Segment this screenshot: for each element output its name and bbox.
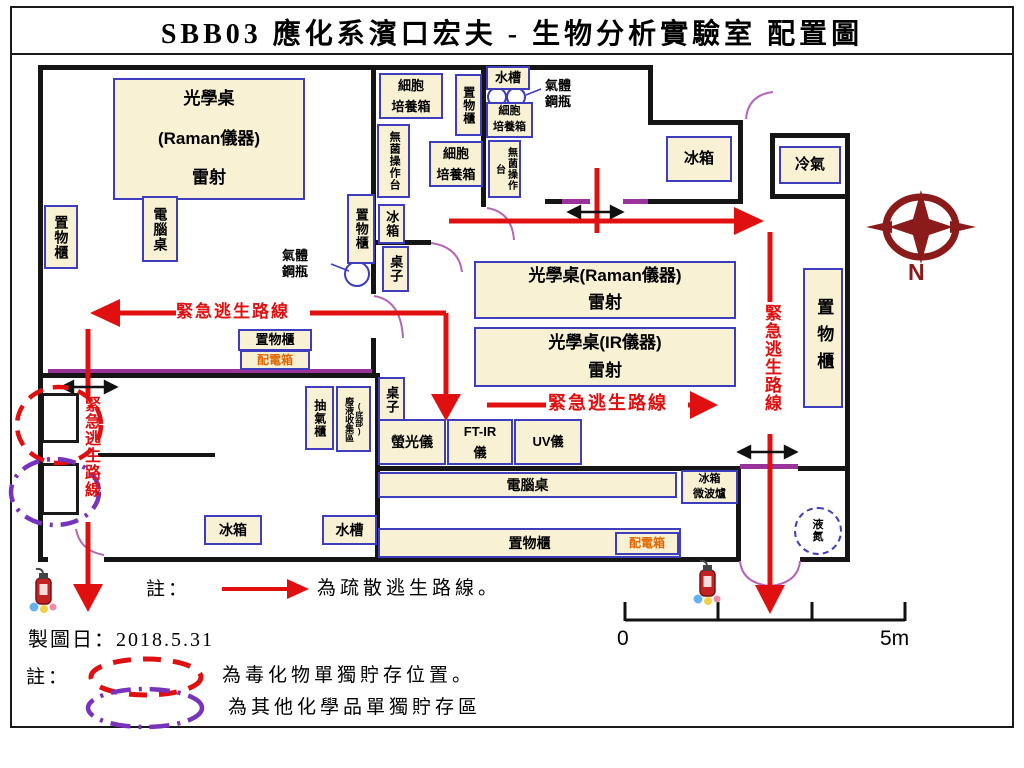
- toxic-storage-circle: [14, 384, 104, 466]
- fridge-line: 冰箱: [698, 472, 721, 485]
- cell-incubator-label: 細胞 培養箱: [486, 102, 533, 138]
- note-prefix: 註：: [146, 579, 191, 600]
- fridge-label: 冰箱: [204, 515, 262, 545]
- waste-collection-label: 廢液收集區 (底部): [336, 386, 371, 452]
- cell-line2: 培養箱: [391, 98, 431, 114]
- door-swing-arrows: [59, 204, 799, 460]
- storage-cabinet-label: 置物櫃: [238, 329, 312, 351]
- fire-extinguisher-icon: [29, 567, 57, 613]
- sink-label: 水槽: [486, 66, 530, 90]
- optical-table-line: 光學桌: [183, 89, 235, 109]
- sterile-bench-label: 無菌操作台: [377, 124, 410, 198]
- ftir-line2: 儀: [473, 444, 487, 460]
- fire-extinguisher-icon: [693, 559, 721, 605]
- table-label: 桌子: [378, 377, 405, 423]
- raman-instrument-line: (Raman儀器): [157, 128, 260, 148]
- compass-north-label: N: [908, 259, 925, 285]
- chemical-storage-note-text: 為其他化學品單獨貯存區: [228, 697, 482, 718]
- ln2-line1: 液: [812, 518, 824, 531]
- optical-raman-line: 光學桌(Raman儀器): [528, 266, 682, 286]
- cell-line1: 細胞: [397, 77, 424, 93]
- gas-cylinder-icons: [330, 87, 542, 287]
- sterile-bench-label: 無菌操作台: [488, 140, 521, 198]
- scale-zero-label: 0: [617, 627, 629, 650]
- escape-route-text: 緊急逃生路線: [82, 396, 99, 498]
- microwave-line: 微波爐: [693, 487, 726, 500]
- storage-cabinet-label: 置物櫃: [347, 194, 375, 264]
- cell-line2: 培養箱: [493, 121, 526, 134]
- cell-incubator-label: 細胞 培養箱: [379, 73, 443, 119]
- power-distribution-box-label: 配電箱: [240, 350, 310, 370]
- title-divider: [10, 53, 1014, 55]
- table-label: 桌子: [382, 246, 409, 292]
- optical-table-ir: 光學桌(IR儀器) 雷射: [474, 327, 736, 387]
- fridge-microwave-label: 冰箱 微波爐: [681, 470, 738, 504]
- chemical-storage-circle: [8, 456, 102, 528]
- toxic-storage-note-text: 為毒化物單獨貯存位置。: [222, 665, 476, 686]
- scale-five-label: 5m: [880, 627, 910, 650]
- waste-sub-text: (底部): [354, 402, 364, 436]
- page-frame: [10, 6, 1014, 728]
- ftir-label: FT-IR 儀: [447, 419, 513, 465]
- power-distribution-box-label: 配電箱: [615, 532, 679, 555]
- escape-route-lines: [85, 168, 773, 591]
- cell-line1: 細胞: [442, 145, 469, 161]
- ac-unit-label: 冷氣: [779, 146, 841, 184]
- computer-desk-label: 電腦桌: [378, 472, 677, 498]
- gas-line1: 氣體: [282, 248, 309, 263]
- optical-table-raman-b: 光學桌(Raman儀器) 雷射: [474, 261, 736, 319]
- storage-cabinet-label: 置物櫃: [455, 74, 482, 136]
- escape-route-text: 緊急逃生路線: [176, 302, 290, 321]
- gas-line2: 鋼瓶: [545, 94, 572, 110]
- gas-line2: 鋼瓶: [282, 264, 309, 280]
- fridge-label: 冰箱: [378, 204, 405, 244]
- power-box-text: 配電箱: [256, 352, 293, 367]
- cell-line2: 培養箱: [436, 166, 476, 182]
- sink-label: 水槽: [322, 515, 377, 545]
- fume-hood-label: 抽氣櫃: [305, 386, 334, 450]
- waste-text: 廢液收集區: [344, 396, 355, 442]
- power-box-text: 配電箱: [628, 536, 665, 551]
- cell-line1: 細胞: [498, 105, 521, 118]
- gas-cylinder-label: 氣體 鋼瓶: [282, 248, 334, 281]
- drawing-date: 製圖日：2018.5.31: [28, 629, 214, 651]
- compass-icon: [866, 190, 976, 264]
- cell-incubator-label: 細胞 培養箱: [429, 141, 483, 187]
- laser-line: 雷射: [588, 360, 622, 380]
- optical-ir-line: 光學桌(IR儀器): [548, 332, 662, 352]
- scale-bar: [623, 602, 907, 622]
- legend-chemical-circle-icon: [85, 686, 205, 730]
- walls: [38, 65, 850, 562]
- page-title: SBB03 應化系濱口宏夫 - 生物分析實驗室 配置圖: [160, 19, 864, 50]
- liquid-nitrogen-label: 液 氮: [794, 507, 842, 555]
- note-prefix: 註：: [26, 667, 71, 688]
- fridge-label: 冰箱: [666, 136, 732, 182]
- evacuation-note-text: 為疏散逃生路線。: [317, 578, 502, 599]
- laser-line: 雷射: [192, 168, 226, 188]
- escape-route-text: 緊急逃生路線: [762, 304, 781, 412]
- fluorometer-label: 螢光儀: [378, 419, 446, 465]
- escape-route-text: 緊急逃生路線: [548, 393, 668, 413]
- escape-route-arrowheads: [73, 207, 785, 614]
- gas-line1: 氣體: [545, 78, 572, 93]
- door-arcs: [75, 91, 801, 587]
- legend-toxic-circle-icon: [88, 656, 204, 698]
- gas-cylinder-label: 氣體 鋼瓶: [545, 78, 597, 111]
- ftir-line1: FT-IR: [463, 423, 497, 439]
- storage-cabinet-label: 置物櫃: [803, 268, 843, 408]
- computer-desk-label: 電腦桌: [142, 196, 178, 262]
- optical-table-raman-room: 光學桌 (Raman儀器) 雷射: [113, 78, 305, 200]
- uv-instrument-label: UV儀: [514, 419, 582, 465]
- ln2-line2: 氮: [812, 531, 824, 543]
- laser-line: 雷射: [588, 293, 622, 313]
- storage-cabinet-label: 置物櫃: [44, 205, 78, 269]
